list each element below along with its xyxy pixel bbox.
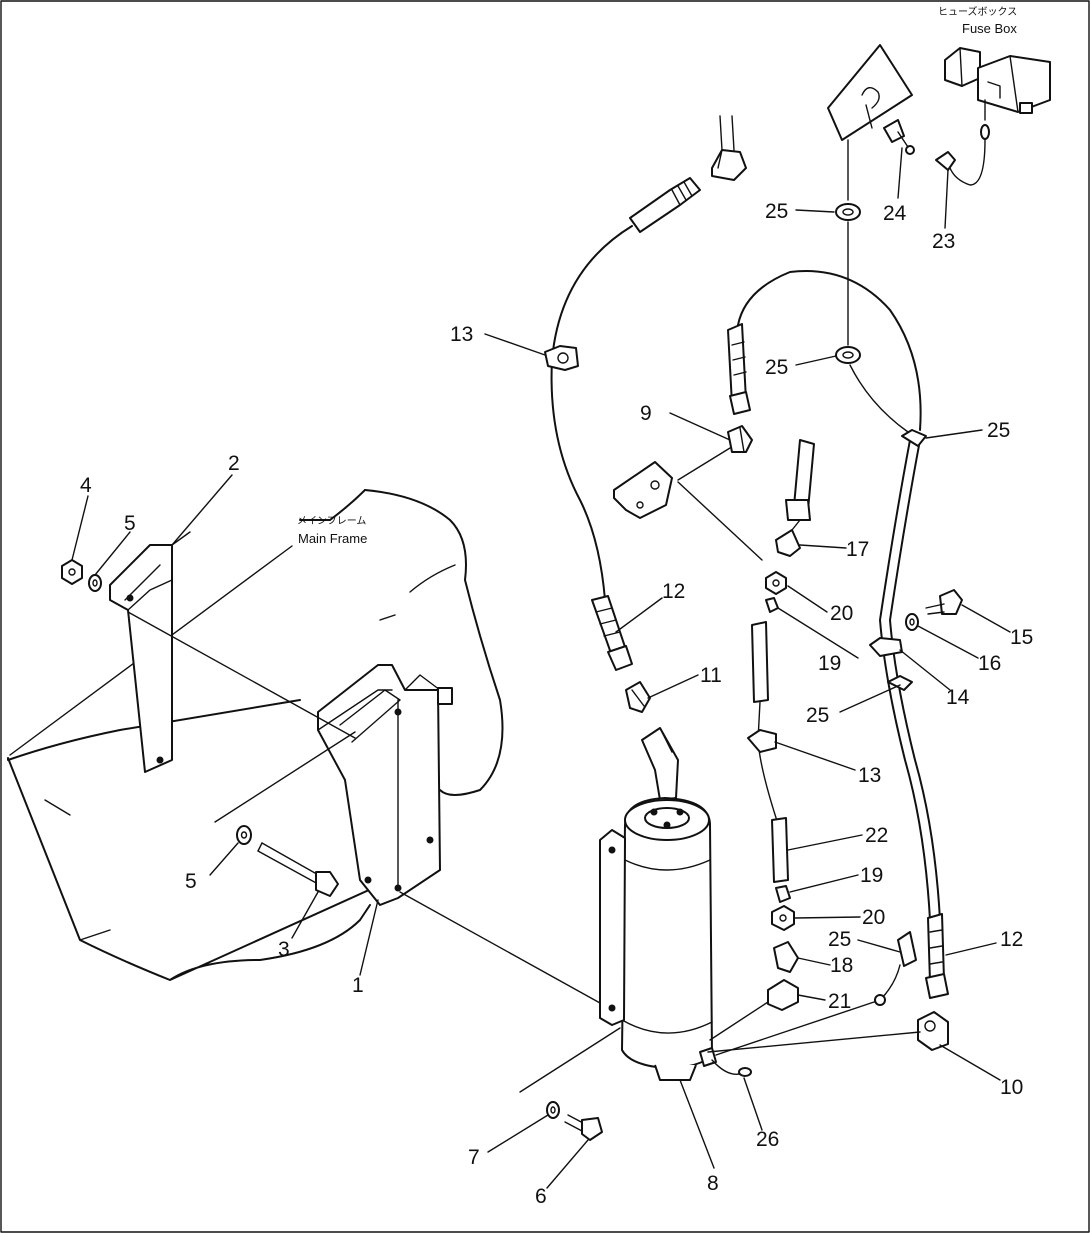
part-11-fitting [625,681,651,713]
callout-18: 18 [830,954,853,977]
hose-upper-end [629,177,701,233]
callout-numbers: 4 5 2 5 3 1 7 6 8 9 10 11 12 12 13 13 14… [80,200,1033,1208]
callout-25-e: 25 [828,928,851,951]
callout-24: 24 [883,202,907,225]
part-24-terminal [883,119,915,155]
callout-5-lower: 5 [185,870,197,893]
wire-vertical [847,139,909,433]
callout-5-upper: 5 [124,512,136,535]
assembly-line-tank-bolt [519,1027,621,1093]
part-25-clip-5 [897,931,917,967]
callout-11: 11 [700,664,722,687]
part-26-connector [738,1067,752,1077]
part-25-grommet-2 [835,346,861,364]
part-13-clamp-lower [747,729,777,753]
part-4-nut [61,559,83,585]
callout-13-upper: 13 [450,323,473,346]
callout-8: 8 [707,1172,719,1195]
fuse-box-label-jp: ヒューズボックス [938,5,1017,18]
part-3-bolt [257,842,339,897]
callout-6: 6 [535,1185,547,1208]
part-6-bolt [564,1114,603,1141]
main-frame-body [7,489,504,981]
part-25-grommet-1 [835,203,861,221]
part-25-clip-4 [887,675,913,691]
part-9-elbow [727,425,753,453]
part-17-fitting [775,439,815,557]
part-1-bracket [317,664,453,906]
part-12-hose-end-left [591,595,633,671]
callout-9: 9 [640,402,652,425]
part-8-tank [599,727,717,1081]
part-7-washer [546,1101,560,1119]
callout-20-lower: 20 [862,906,885,929]
fuse-wire [949,139,986,186]
callout-13-lower: 13 [858,764,881,787]
part-10-elbow [917,1011,949,1051]
part-19-grommet-lower [775,885,791,903]
part-25-clip-3 [901,429,927,447]
hose-top-fitting [711,115,747,181]
part-15-bolt [925,589,963,615]
callout-25-b: 25 [765,356,788,379]
part-18-fitting [773,941,799,973]
callout-19-lower: 19 [860,864,883,887]
callout-19-upper: 19 [818,652,841,675]
callout-16: 16 [978,652,1001,675]
part-5-washer-upper [88,574,102,592]
fuse-box-label-en: Fuse Box [962,21,1017,36]
callout-23: 23 [932,230,955,253]
sensor-wire-connector [874,994,886,1006]
callout-10: 10 [1000,1076,1023,1099]
main-frame-label-jp: メインフレーム [297,515,366,527]
main-frame-label-en: Main Frame [298,531,367,546]
hose-center-upper [727,270,922,431]
callout-26: 26 [756,1128,779,1151]
callout-17: 17 [846,538,869,561]
fuse-box: ヒューズボックス Fuse Box [938,5,1051,140]
callout-4: 4 [80,474,92,497]
leader-lines [71,147,1011,1189]
part-19-grommet-upper [765,597,779,613]
assembly-line-2-1 [127,611,356,739]
part-14-clamp [869,637,903,657]
part-23-connector [935,151,956,171]
callout-15: 15 [1010,626,1033,649]
part-20-nut-upper [765,571,787,595]
part-16-washer [905,613,919,631]
callout-25-d: 25 [806,704,829,727]
part-5-washer-lower [236,825,252,845]
hose-long-left [550,225,633,601]
assembly-line-5-1 [214,731,356,823]
callout-12-left: 12 [662,580,685,603]
callout-1: 1 [352,974,364,997]
callout-21: 21 [828,990,851,1013]
part-22-tube [771,817,789,883]
callout-14: 14 [946,686,970,709]
panel-bracket-top [827,44,913,141]
part-12-hose-end-right [925,913,949,999]
callout-12-right: 12 [1000,928,1023,951]
callout-25-c: 25 [987,419,1010,442]
callout-3: 3 [278,938,290,961]
callout-20-upper: 20 [830,602,853,625]
callout-25-a: 25 [765,200,788,223]
part-13-clamp-upper [544,345,579,371]
part-20-nut-lower [771,905,795,931]
assembly-line-1-8 [399,891,601,1004]
part-2-plate [109,531,191,773]
sensor-wire [715,964,901,1056]
callout-7: 7 [468,1146,480,1169]
callout-22: 22 [865,824,888,847]
callout-2: 2 [228,452,240,475]
bracket-under-9 [613,447,763,561]
part-21-elbow [767,979,799,1011]
tube-center [751,621,781,831]
